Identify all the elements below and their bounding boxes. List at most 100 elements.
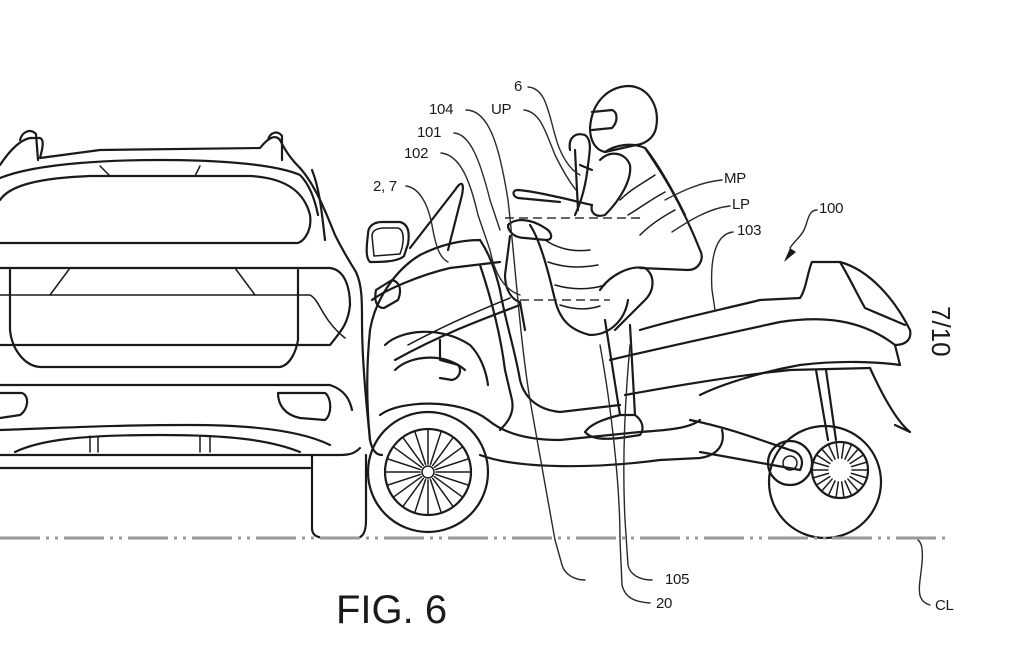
scooter-handlebar-grip (506, 219, 553, 242)
label-105: 105 (665, 571, 690, 588)
scooter-frame-diagonal (393, 303, 522, 362)
wheel-spoke (840, 481, 845, 498)
rider (512, 84, 703, 440)
car-license-recess (8, 268, 300, 369)
rider-shin (603, 318, 637, 417)
wheel-spoke (434, 473, 469, 486)
rider-forearm (512, 188, 594, 207)
leader-100 (789, 209, 818, 249)
rider-jacket-stripes (619, 174, 676, 236)
label-UP: UP (491, 101, 512, 118)
figure-title: FIG. 6 (336, 588, 448, 632)
leader-LP (671, 205, 731, 233)
scooter-rear-shock (814, 368, 838, 442)
leader-CL (917, 539, 931, 606)
wheel-spoke (821, 478, 833, 492)
airbag-main-body (528, 223, 630, 337)
scooter-frame-diagonal-inner (407, 297, 511, 346)
scooter-rear-fender (868, 366, 912, 434)
wheel-spoke (828, 480, 836, 496)
wheel-spoke (849, 454, 864, 465)
car-window-wiper-right (194, 165, 201, 177)
leader-2-7 (405, 185, 449, 263)
scooter-fairing-nose (366, 328, 384, 457)
label-CL: CL (935, 597, 954, 614)
label-LP: LP (732, 196, 750, 213)
label-103: 103 (737, 222, 762, 239)
car-diffuser-fin-right (199, 435, 211, 453)
wheel-spoke (433, 475, 463, 498)
car-bumper-top (0, 383, 354, 412)
label-101: 101 (417, 124, 442, 141)
car-diffuser (13, 433, 302, 454)
wheel-spoke (431, 437, 454, 467)
wheel-spoke (847, 478, 859, 492)
leader-100-arrowhead (784, 248, 796, 262)
wheel-spoke (387, 473, 422, 486)
wheel-spoke (429, 431, 442, 466)
car-window-wiper-left (99, 165, 111, 177)
sheet-number: 7/10 (926, 306, 956, 357)
wheel-spoke (844, 444, 852, 460)
label-20: 20 (656, 595, 673, 612)
scooter-headlight (374, 278, 402, 310)
wheel-spoke (393, 475, 423, 498)
scooter-front-fender (383, 330, 490, 387)
label-104: 104 (429, 101, 454, 118)
car-roof-rail-right-post (266, 131, 284, 162)
wheel-spoke (850, 472, 867, 479)
wheel-spoke (429, 478, 442, 513)
scooter-handlebar-column (503, 234, 527, 332)
scooter-floor-lower (478, 428, 724, 468)
car-roof-rail-left-post (18, 130, 40, 162)
airbag-upper-portion-inner (573, 148, 594, 212)
wheel-spoke (840, 442, 845, 459)
wheel-spoke (431, 477, 454, 507)
scooter-tail-light (838, 260, 907, 327)
leader-101 (453, 132, 501, 231)
scooter-wheel-arch (378, 402, 490, 422)
leader-lines (405, 86, 931, 606)
leader-103 (710, 231, 734, 311)
wheel-spoke (414, 478, 427, 513)
car-c-pillar (298, 166, 372, 442)
leader-MP (664, 179, 723, 201)
car-left-reflector (0, 391, 29, 420)
scooter-mirror-inner (371, 227, 404, 257)
leader-102 (440, 152, 521, 296)
scooter-front-fairing-lower (370, 260, 502, 302)
wheel-spoke (813, 472, 830, 479)
scooter-leg-shield (498, 288, 622, 414)
car-tailgate-crease (0, 294, 346, 339)
car-roof-rail (0, 136, 302, 170)
rider-torso-back (643, 146, 687, 217)
scooter-fender-flap (438, 338, 462, 382)
airbag-folds (544, 239, 606, 310)
car-tailgate-right-diagonal (234, 267, 256, 296)
scooter-rear-body-lower (623, 366, 872, 397)
label-6: 6 (514, 78, 523, 95)
wheel-spoke (847, 448, 859, 462)
label-2-7: 2, 7 (373, 178, 397, 195)
leader-6 (527, 86, 581, 176)
rider-boot (583, 413, 644, 440)
wheel-spoke (835, 481, 840, 498)
wheel-spoke (816, 454, 831, 465)
scooter-rear-spokes (812, 442, 868, 498)
wheel-spoke (821, 448, 833, 462)
rider-upper-arm (590, 152, 632, 217)
scooter-front-tire (366, 410, 490, 534)
wheel-spoke (835, 442, 840, 459)
three-wheel-scooter (365, 182, 912, 540)
leader-104 (465, 109, 586, 581)
car-diffuser-fin-left (89, 435, 99, 453)
wheel-spoke (850, 461, 867, 468)
wheel-spoke (844, 480, 852, 496)
car-c-pillar-inner (310, 168, 327, 242)
wheel-spoke (828, 444, 836, 460)
scooter-rear-axle (782, 455, 798, 471)
car-rear-window (0, 174, 312, 245)
leader-UP (523, 109, 577, 191)
rider-visor (590, 108, 618, 132)
